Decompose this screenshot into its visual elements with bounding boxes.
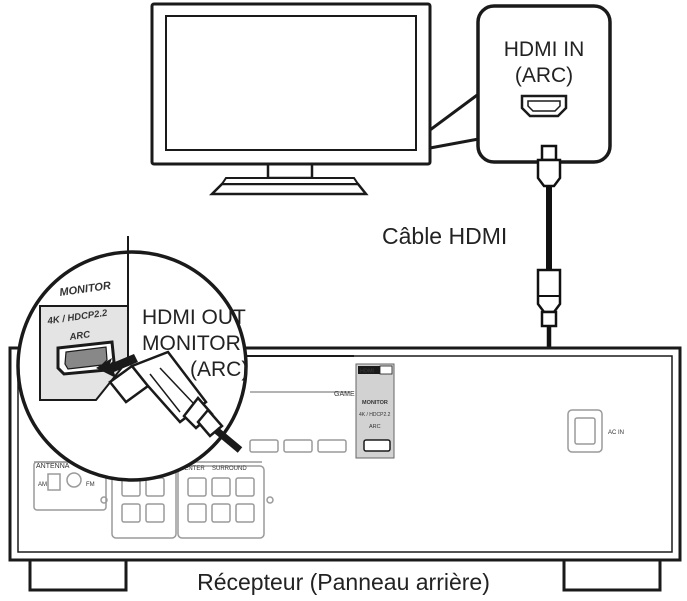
insert-arrow-icon bbox=[96, 354, 138, 378]
hdmi-in-arc-label: (ARC) bbox=[514, 64, 574, 87]
tv-stand-base bbox=[208, 182, 369, 196]
receiver-spec-label: 4K / HDCP2.2 bbox=[359, 412, 391, 418]
hdmi-out-label: HDMI OUT bbox=[142, 306, 246, 329]
receiver-hdmi-out-port bbox=[363, 439, 391, 452]
cable-plug-top bbox=[540, 144, 558, 162]
receiver-foot-left bbox=[28, 560, 128, 592]
tv-stand-neck bbox=[266, 164, 314, 180]
tv-stand-top bbox=[220, 177, 360, 185]
receiver-arc-label: ARC bbox=[369, 424, 381, 430]
receiver-hdmi-monitor-block: HDMI MONITOR 4K / HDCP2.2 ARC bbox=[355, 363, 395, 459]
hdmi-cable bbox=[392, 144, 562, 449]
tv bbox=[150, 2, 432, 196]
receiver-hdmi-badge: HDMI bbox=[360, 369, 375, 375]
ac-in-label: AC IN bbox=[608, 430, 624, 436]
hdmi-port-icon bbox=[520, 94, 568, 118]
cable-label: Câble HDMI bbox=[382, 223, 508, 249]
tv-bezel bbox=[150, 2, 432, 166]
hdmi-out-arc-label: (ARC) bbox=[190, 358, 249, 381]
zoom-hdmi-plug bbox=[108, 350, 243, 453]
hdmi-in-label: HDMI IN bbox=[503, 38, 585, 61]
zoom-callout: MONITOR 4K / HDCP2.2 ARC bbox=[16, 236, 248, 482]
antenna-label: ANTENNA bbox=[36, 463, 70, 470]
am-label: AM bbox=[38, 482, 47, 488]
tv-callout-wedge bbox=[429, 88, 485, 150]
receiver-caption: Récepteur (Panneau arrière) bbox=[197, 569, 490, 595]
receiver-detail-labels: ANTENNA AM FM CENTER SURROUND GAME AC IN bbox=[36, 391, 624, 488]
receiver-foot-right bbox=[562, 560, 662, 592]
cable-plug-bottom bbox=[536, 268, 562, 314]
tv-screen bbox=[165, 15, 417, 151]
hdmi-out-monitor-label: MONITOR bbox=[142, 332, 241, 355]
center-label: CENTER bbox=[180, 466, 205, 472]
fm-label: FM bbox=[86, 482, 95, 488]
ac-inlet bbox=[567, 409, 603, 453]
surround-label: SURROUND bbox=[212, 466, 247, 472]
game-label: GAME bbox=[334, 391, 355, 398]
receiver-monitor-label: MONITOR bbox=[362, 400, 388, 406]
zoom-arc-label: ARC bbox=[68, 329, 91, 343]
